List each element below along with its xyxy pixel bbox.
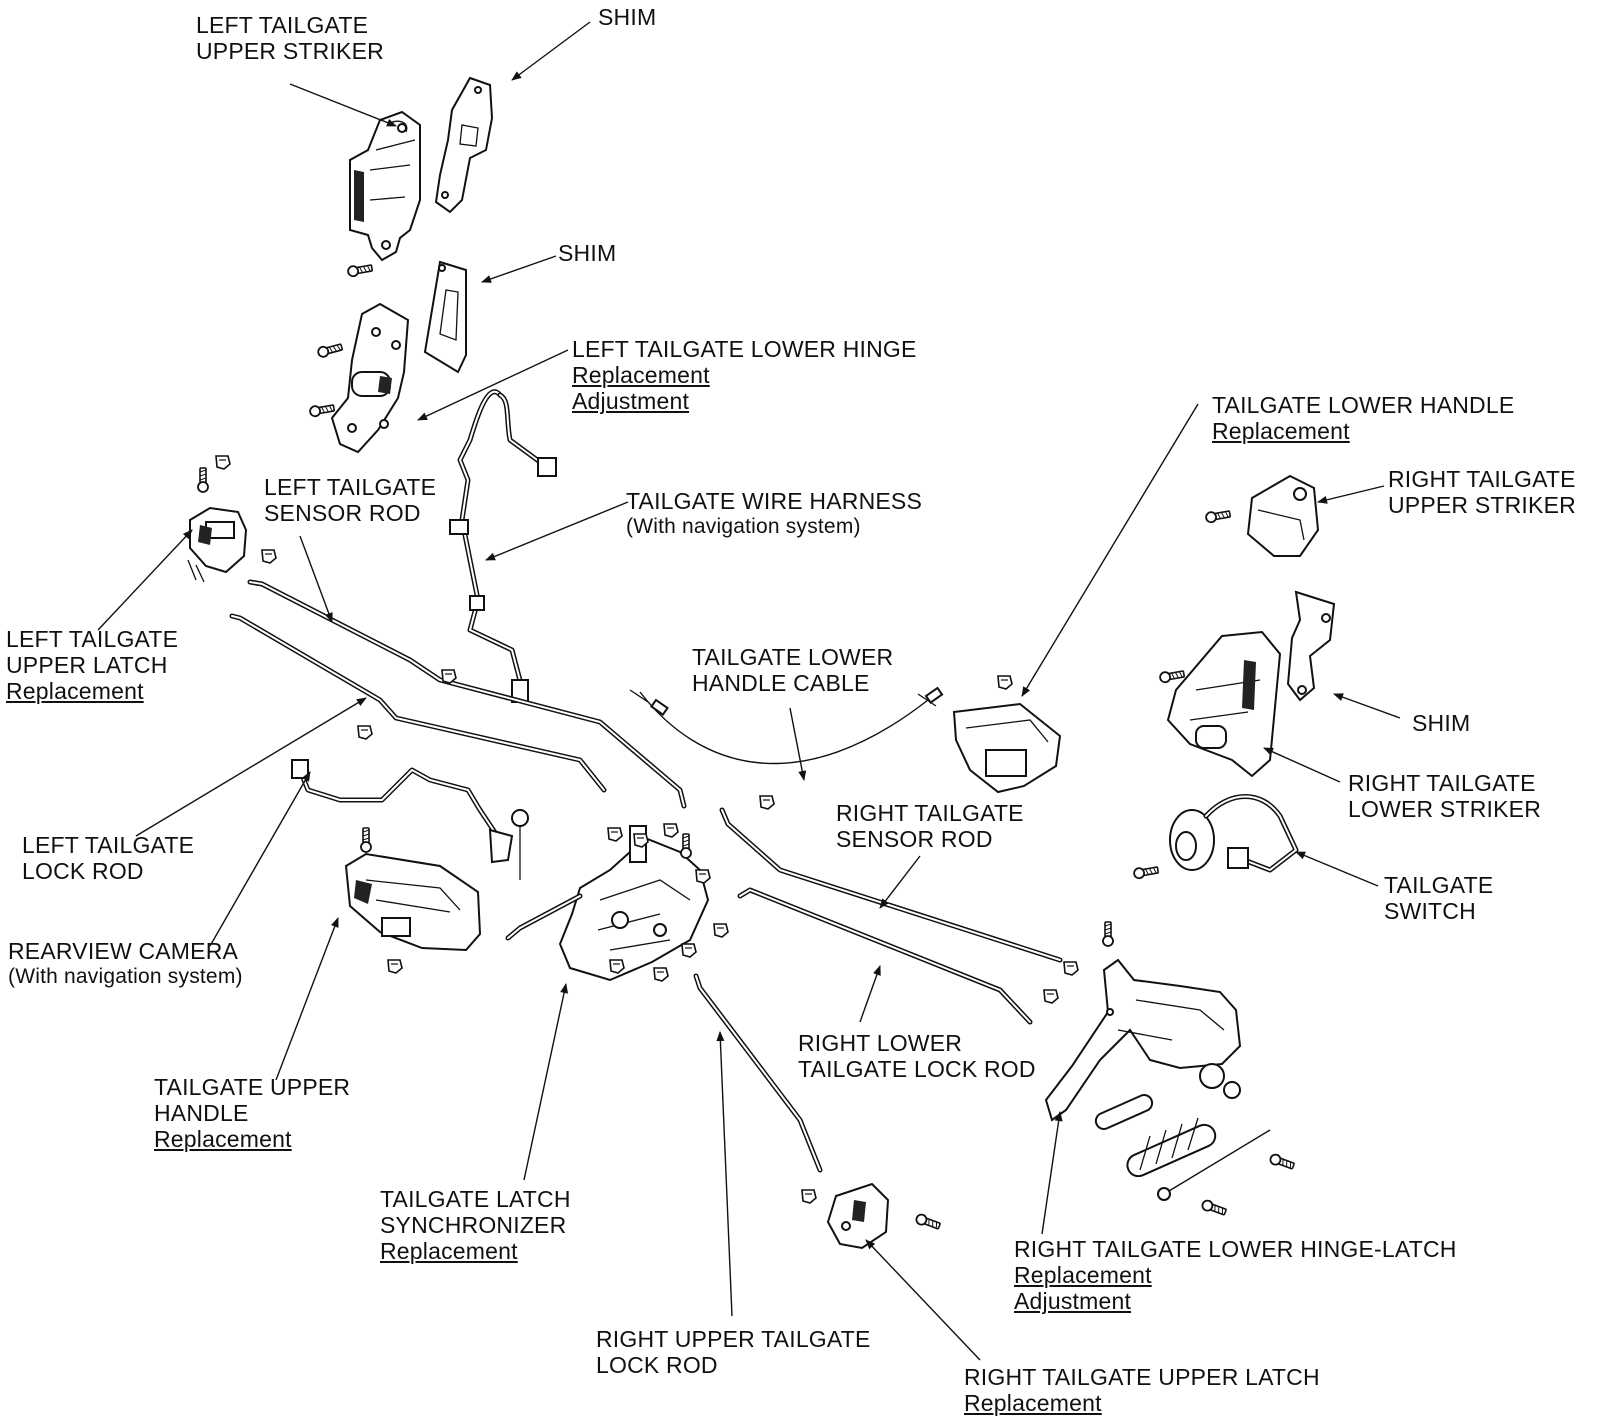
label-line: SWITCH	[1384, 898, 1476, 924]
label-line: SHIM	[558, 240, 617, 266]
label-line: LOCK ROD	[596, 1352, 718, 1378]
right-upper-striker-part	[1246, 474, 1320, 557]
label-line: LEFT TAILGATE LOWER HINGE	[572, 336, 917, 362]
label-line: RIGHT TAILGATE	[836, 800, 1024, 826]
label-shim-right: SHIM	[1412, 710, 1470, 736]
label-tailgate-switch: TAILGATE SWITCH	[1384, 872, 1493, 924]
label-line: TAILGATE LATCH	[380, 1186, 571, 1212]
label-line: SYNCHRONIZER	[380, 1212, 567, 1238]
label-line: RIGHT TAILGATE	[1348, 770, 1536, 796]
label-line: LEFT TAILGATE	[264, 474, 437, 500]
replacement-link[interactable]: Replacement	[572, 362, 710, 388]
label-line: SHIM	[598, 4, 657, 30]
label-left-lower-hinge: LEFT TAILGATE LOWER HINGE Replacement Ad…	[572, 336, 917, 414]
label-right-upper-striker: RIGHT TAILGATE UPPER STRIKER	[1388, 466, 1576, 518]
label-lower-handle-cable: TAILGATE LOWER HANDLE CABLE	[692, 644, 893, 696]
label-left-upper-striker: LEFT TAILGATE UPPER STRIKER	[196, 12, 384, 64]
tailgate-latch-synchronizer-part	[505, 825, 710, 982]
label-line: UPPER STRIKER	[1388, 492, 1576, 518]
label-line: RIGHT TAILGATE	[1388, 466, 1576, 492]
label-right-upper-lock-rod: RIGHT UPPER TAILGATE LOCK ROD	[596, 1326, 871, 1378]
replacement-link[interactable]: Replacement	[964, 1390, 1102, 1416]
label-right-sensor-rod: RIGHT TAILGATE SENSOR ROD	[836, 800, 1024, 852]
label-line: TAILGATE LOCK ROD	[798, 1056, 1036, 1082]
label-line: TAILGATE LOWER HANDLE	[1212, 392, 1515, 418]
label-left-upper-latch: LEFT TAILGATE UPPER LATCH Replacement	[6, 626, 178, 704]
label-lower-handle: TAILGATE LOWER HANDLE Replacement	[1212, 392, 1514, 444]
label-line: UPPER STRIKER	[196, 38, 384, 64]
label-line: LEFT TAILGATE	[22, 832, 195, 858]
label-line: HANDLE CABLE	[692, 670, 870, 696]
label-right-upper-latch: RIGHT TAILGATE UPPER LATCH Replacement	[964, 1364, 1320, 1416]
shim-top-part	[434, 76, 494, 214]
label-line: LEFT TAILGATE	[196, 12, 369, 38]
adjustment-link[interactable]: Adjustment	[1014, 1288, 1132, 1314]
right-lower-hinge-latch-part	[1044, 958, 1271, 1201]
label-line: RIGHT TAILGATE LOWER HINGE-LATCH	[1014, 1236, 1457, 1262]
label-right-lower-lock-rod: RIGHT LOWER TAILGATE LOCK ROD	[798, 1030, 1036, 1082]
label-wire-harness: TAILGATE WIRE HARNESS (With navigation s…	[626, 488, 922, 540]
label-line: TAILGATE WIRE HARNESS	[626, 488, 923, 514]
left-upper-latch-part	[187, 506, 248, 583]
label-line: UPPER LATCH	[6, 652, 168, 678]
left-upper-striker-part	[349, 110, 421, 262]
right-lower-lock-rod-part	[737, 887, 1033, 1025]
label-line: SENSOR ROD	[836, 826, 993, 852]
label-line: HANDLE	[154, 1100, 249, 1126]
right-lower-striker-part	[1166, 630, 1282, 778]
replacement-link[interactable]: Replacement	[380, 1238, 518, 1264]
left-lower-hinge-part	[330, 302, 410, 454]
right-upper-lock-rod-part	[693, 973, 823, 1173]
label-line: SENSOR ROD	[264, 500, 421, 526]
label-right-lower-striker: RIGHT TAILGATE LOWER STRIKER	[1348, 770, 1541, 822]
replacement-link[interactable]: Replacement	[1212, 418, 1350, 444]
left-lock-rod-part	[229, 613, 607, 793]
label-line: SHIM	[1412, 710, 1471, 736]
replacement-link[interactable]: Replacement	[1014, 1262, 1152, 1288]
adjustment-link[interactable]: Adjustment	[572, 388, 690, 414]
label-shim-top: SHIM	[598, 4, 656, 30]
label-line: TAILGATE	[1384, 872, 1494, 898]
leader-lines	[97, 21, 1401, 1361]
replacement-link[interactable]: Replacement	[154, 1126, 292, 1152]
label-latch-synchronizer: TAILGATE LATCH SYNCHRONIZER Replacement	[380, 1186, 571, 1264]
label-sub: (With navigation system)	[8, 965, 243, 988]
tailgate-wire-harness-part	[449, 389, 557, 703]
shim-right-part	[1286, 590, 1336, 702]
right-upper-latch-part	[826, 1182, 890, 1250]
label-line: RIGHT UPPER TAILGATE	[596, 1326, 871, 1352]
label-line: LOWER STRIKER	[1348, 796, 1542, 822]
label-line: REARVIEW CAMERA	[8, 938, 239, 964]
label-line: LEFT TAILGATE	[6, 626, 179, 652]
tailgate-switch-part	[1169, 794, 1299, 873]
label-upper-handle: TAILGATE UPPER HANDLE Replacement	[154, 1074, 350, 1152]
replacement-link[interactable]: Replacement	[6, 678, 144, 704]
shim-mid-part	[423, 260, 467, 374]
label-sub: (With navigation system)	[626, 515, 861, 538]
tailgate-upper-handle-part	[344, 852, 482, 952]
tailgate-lower-handle-cable-part	[629, 686, 944, 765]
label-right-lower-hinge-latch: RIGHT TAILGATE LOWER HINGE-LATCH Replace…	[1014, 1236, 1457, 1314]
label-line: RIGHT TAILGATE UPPER LATCH	[964, 1364, 1320, 1390]
left-sensor-rod-part	[247, 579, 687, 809]
label-left-sensor-rod: LEFT TAILGATE SENSOR ROD	[264, 474, 436, 526]
label-left-lock-rod: LEFT TAILGATE LOCK ROD	[22, 832, 194, 884]
label-line: RIGHT LOWER	[798, 1030, 963, 1056]
label-shim-mid: SHIM	[558, 240, 616, 266]
label-line: TAILGATE LOWER	[692, 644, 894, 670]
label-rearview-camera: REARVIEW CAMERA (With navigation system)	[8, 938, 243, 990]
tailgate-lower-handle-part	[952, 702, 1062, 794]
label-line: TAILGATE UPPER	[154, 1074, 351, 1100]
right-sensor-rod-part	[719, 807, 1063, 963]
label-line: LOCK ROD	[22, 858, 144, 884]
